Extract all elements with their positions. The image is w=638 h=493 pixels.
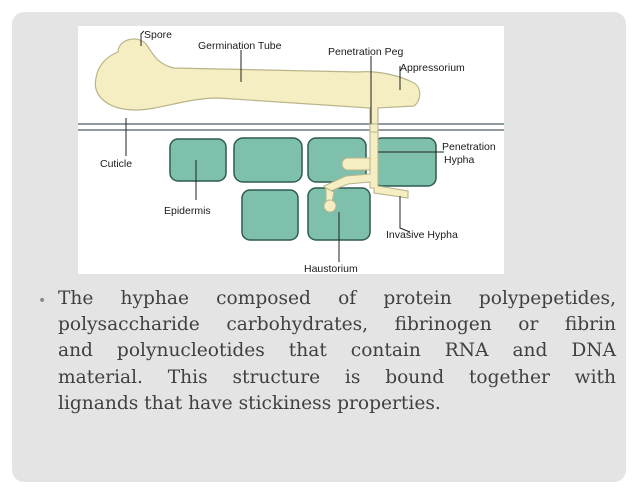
label-penetration-peg: Penetration Peg [328,46,403,58]
fungal-infection-diagram: Spore Germination Tube Penetration Peg A… [78,26,504,274]
label-epidermis: Epidermis [164,205,211,217]
label-cuticle: Cuticle [100,158,132,170]
invasive-hypha [323,131,409,199]
fungus-body [94,38,421,125]
label-penetration-hypha-2: Hypha [444,154,475,166]
haustorium-bulb [323,199,337,213]
paragraph-line-2: polysaccharide carbohydrates, fibrinogen… [58,314,616,336]
epidermal-cell [233,137,303,183]
epidermal-cell [241,189,299,241]
intracellular-hypha [341,157,371,171]
paragraph-line-3: and polynucleotides that contain RNA and… [58,340,616,362]
label-penetration-hypha-1: Penetration [442,141,496,153]
penetration-peg [369,123,379,133]
epidermal-cell [169,138,227,182]
paragraph-line-1: The hyphae composed of protein polypepet… [58,288,616,309]
label-invasive-hypha: Invasive Hypha [386,229,458,241]
epidermal-cell [373,137,437,187]
label-appressorium: Appressorium [400,62,465,74]
invasive-hypha-leader [399,196,411,233]
diagram-svg: Spore Germination Tube Penetration Peg A… [78,29,504,274]
label-germination-tube: Germination Tube [198,40,282,52]
spore-leader [140,30,145,46]
paragraph-line-4: material. This structure is bound togeth… [58,366,616,388]
label-spore: Spore [144,29,172,41]
paragraph-line-5: lignands that have stickiness properties… [58,392,441,414]
bullet-paragraph: • The hyphae composed of protein polypep… [38,286,616,417]
label-haustorium: Haustorium [304,263,358,274]
bullet-marker: • [38,293,47,309]
